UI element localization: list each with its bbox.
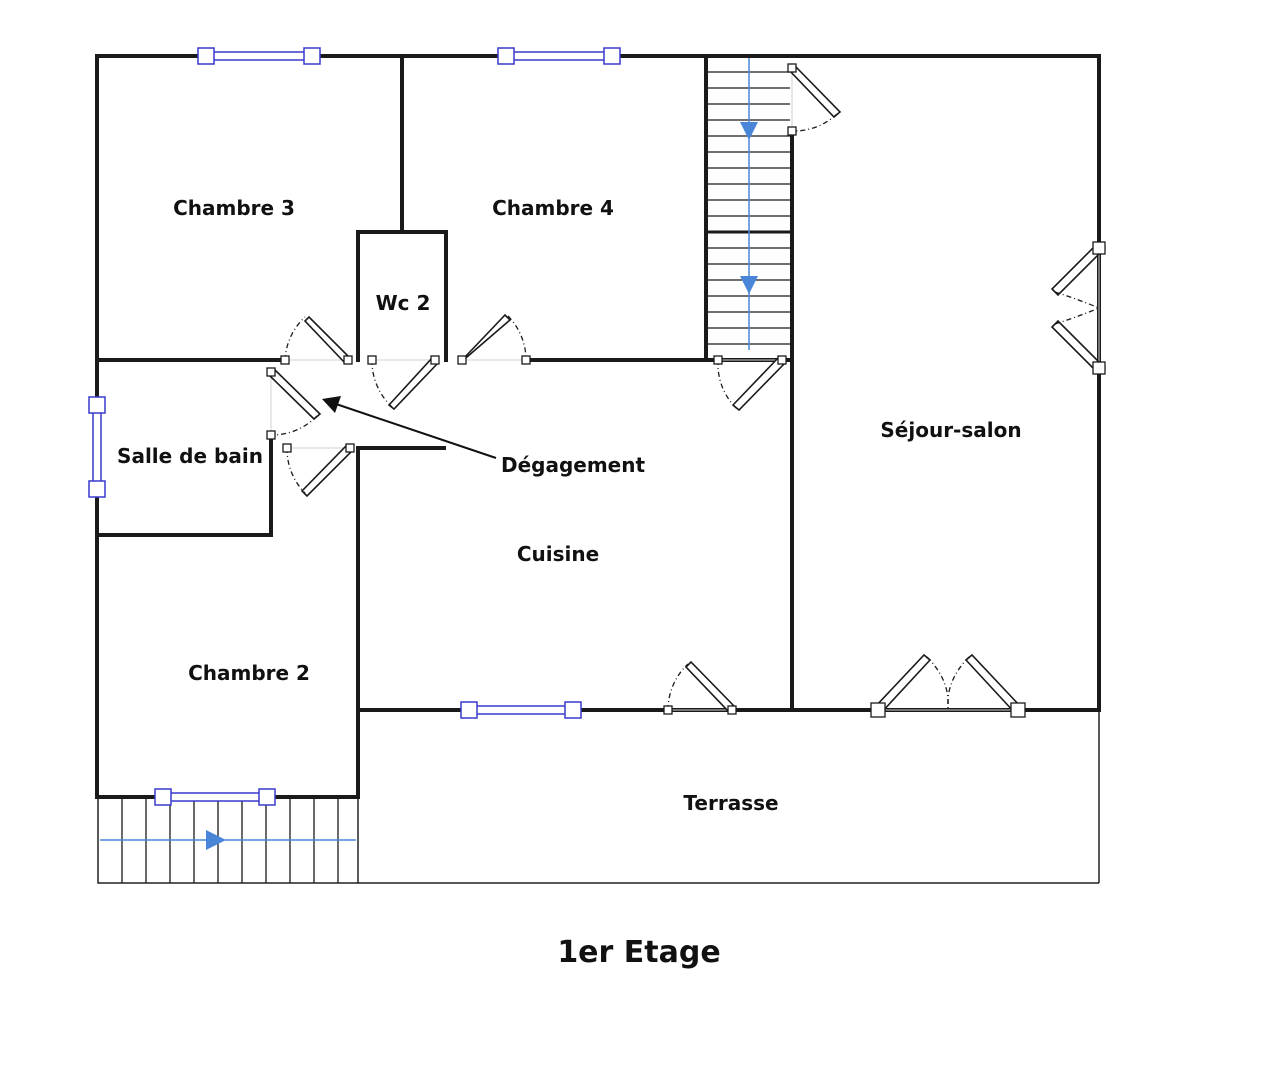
room-label-terrasse: Terrasse — [683, 791, 778, 815]
window-salle-de-bain — [88, 396, 106, 498]
room-label-wc-2: Wc 2 — [376, 291, 431, 315]
door-sejour-east-double — [1050, 241, 1106, 375]
door-cuisine-terrasse — [663, 660, 737, 715]
room-labels: Chambre 3 Chambre 4 Wc 2 Salle de bain D… — [117, 196, 1022, 815]
room-label-chambre-2: Chambre 2 — [188, 661, 310, 685]
stair-right-arrow-icon — [206, 830, 226, 850]
door-chambre-3 — [280, 315, 353, 365]
room-label-sejour-salon: Séjour-salon — [880, 418, 1021, 442]
window-chambre-4 — [497, 47, 621, 65]
door-salle-de-bain — [266, 367, 322, 440]
door-degagement — [282, 443, 355, 498]
room-label-salle-de-bain: Salle de bain — [117, 444, 263, 468]
doors — [266, 63, 1106, 718]
interior-staircase — [706, 58, 792, 350]
room-label-degagement: Dégagement — [501, 453, 646, 477]
plan-title: 1er Etage — [557, 935, 720, 970]
degagement-leader-arrow — [322, 396, 497, 459]
stair-down-arrow-icon — [740, 122, 758, 140]
leader-arrowhead-icon — [322, 396, 341, 413]
window-chambre-2 — [154, 788, 276, 806]
door-sejour-entry — [787, 63, 842, 136]
room-label-chambre-3: Chambre 3 — [173, 196, 295, 220]
exterior-staircase — [97, 796, 359, 884]
window-chambre-3 — [197, 47, 321, 65]
door-stair-landing — [713, 355, 787, 412]
window-cuisine — [460, 701, 582, 719]
door-chambre-4 — [457, 313, 531, 365]
door-wc-2 — [367, 355, 440, 411]
stair-down-arrow-icon — [740, 276, 758, 294]
room-label-cuisine: Cuisine — [517, 542, 599, 566]
windows — [88, 47, 621, 806]
room-label-chambre-4: Chambre 4 — [492, 196, 614, 220]
door-sejour-terrasse-double — [870, 653, 1026, 718]
terrace-outline — [358, 710, 1100, 884]
